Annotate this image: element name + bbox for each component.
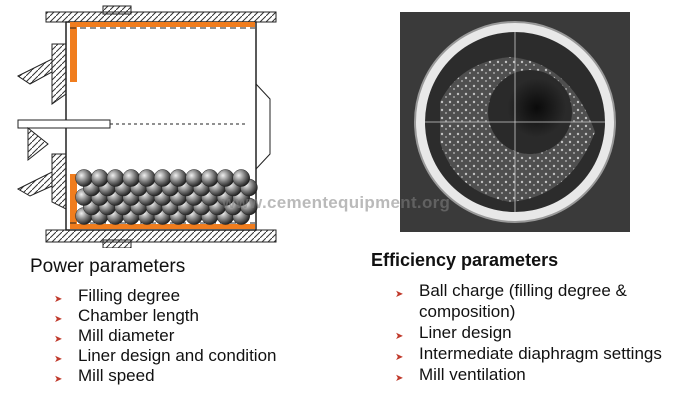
efficiency-parameters-heading: Efficiency parameters [371, 250, 559, 270]
list-item: ➤ Intermediate diaphragm settings [395, 344, 662, 364]
grinding-ball [169, 169, 188, 187]
list-item-label: Mill ventilation [419, 365, 526, 384]
grinding-ball [232, 169, 250, 187]
list-item-continuation: composition) [395, 302, 662, 322]
ball-charge-photo [400, 12, 630, 232]
arrow-bullet-icon: ➤ [395, 331, 404, 342]
list-item: ➤ Mill ventilation [395, 365, 662, 385]
list-item-label: Ball charge (filling degree & [419, 281, 627, 300]
grinding-ball [122, 169, 140, 187]
grinding-ball [185, 169, 203, 187]
list-item: ➤ Liner design [395, 323, 662, 343]
arrow-bullet-icon: ➤ [54, 314, 63, 325]
list-item-label: Intermediate diaphragm settings [419, 344, 662, 363]
grinding-ball [138, 169, 156, 187]
watermark-text: www.cementequipment.org [222, 193, 451, 212]
grinding-ball [106, 169, 125, 187]
list-item-label: Liner design and condition [78, 346, 277, 365]
arrow-bullet-icon: ➤ [54, 294, 63, 305]
grinding-ball [216, 169, 235, 187]
list-item-label: Mill diameter [78, 326, 175, 345]
power-parameters-list: ➤ Filling degree ➤ Chamber length ➤ Mill di… [54, 286, 276, 386]
list-item: ➤ Ball charge (filling degree & [395, 281, 662, 301]
list-item-label: Liner design [419, 323, 512, 342]
arrow-bullet-icon: ➤ [395, 289, 404, 300]
efficiency-parameters-list: ➤ Ball charge (filling degree & compositi… [395, 281, 662, 386]
grinding-ball [201, 169, 219, 187]
list-item-label: composition) [419, 302, 516, 321]
arrow-bullet-icon: ➤ [54, 334, 63, 345]
arrow-bullet-icon: ➤ [54, 354, 63, 365]
list-item-label: Chamber length [78, 306, 199, 325]
grinding-ball [153, 169, 172, 187]
power-parameters-heading: Power parameters [30, 256, 186, 277]
list-item: ➤ Filling degree [54, 286, 276, 306]
arrow-bullet-icon: ➤ [54, 374, 63, 385]
grinding-ball [75, 169, 93, 187]
list-item-label: Filling degree [78, 286, 181, 305]
list-item-label: Mill speed [78, 366, 155, 385]
list-item: ➤ Mill diameter [54, 326, 276, 346]
grinding-ball [90, 169, 109, 187]
list-item: ➤ Liner design and condition [54, 346, 276, 366]
mill-cross-section-diagram [16, 5, 277, 248]
list-item: ➤ Chamber length [54, 306, 276, 326]
arrow-bullet-icon: ➤ [395, 352, 404, 363]
arrow-bullet-icon: ➤ [395, 373, 404, 384]
list-item: ➤ Mill speed [54, 366, 276, 386]
